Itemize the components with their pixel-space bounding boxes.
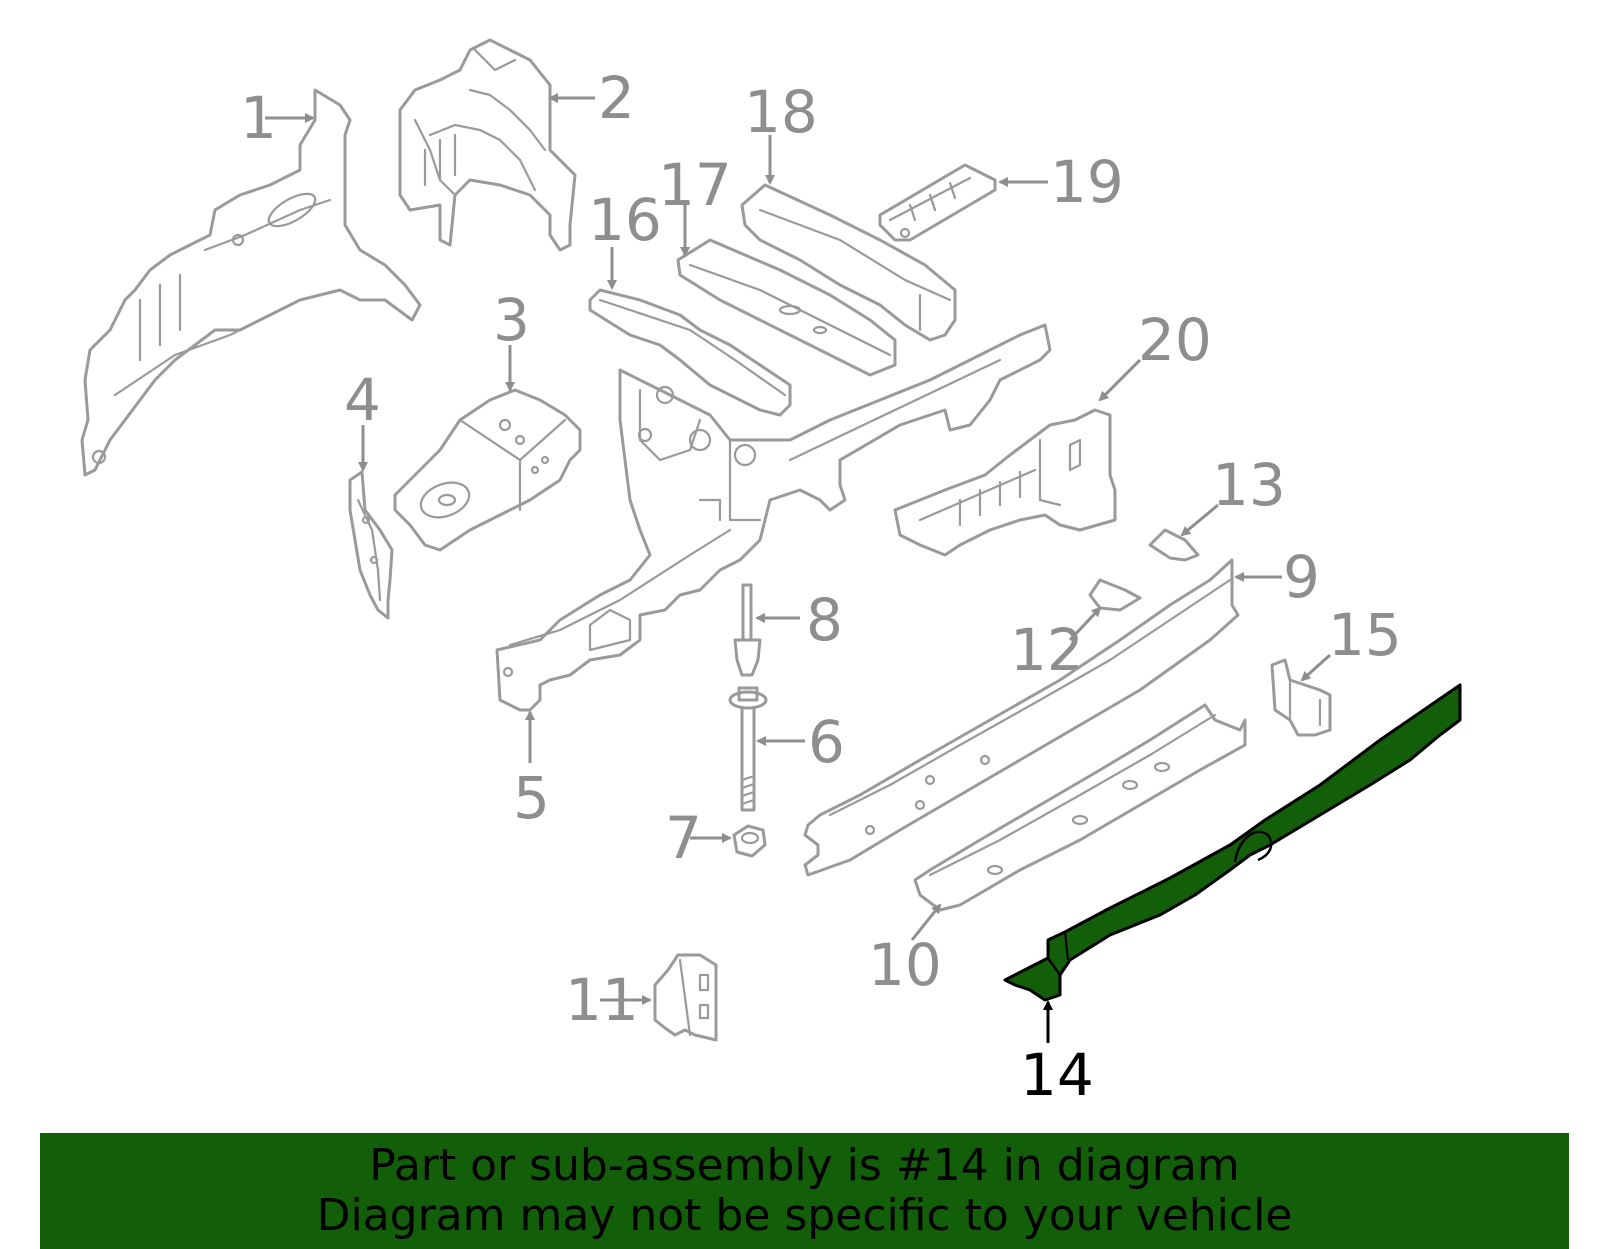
part-18-cross-member[interactable] [740, 183, 957, 342]
part-12-plate[interactable] [1088, 578, 1142, 612]
callout-5[interactable]: 5 [513, 764, 550, 832]
info-banner: Part or sub-assembly is #14 in diagram D… [40, 1133, 1569, 1249]
part-3-strut-tower[interactable] [393, 388, 582, 552]
callout-9[interactable]: 9 [1283, 543, 1320, 611]
callout-16[interactable]: 16 [588, 186, 662, 254]
part-7-nut[interactable] [732, 824, 767, 858]
part-5-front-rail-assembly[interactable] [495, 323, 1052, 712]
callout-17[interactable]: 17 [658, 151, 732, 219]
part-2-upper-apron[interactable] [398, 38, 577, 252]
callout-6[interactable]: 6 [808, 708, 845, 776]
callout-12[interactable]: 12 [1010, 616, 1084, 684]
callout-3[interactable]: 3 [493, 286, 530, 354]
part-9-long-rail[interactable] [803, 558, 1240, 877]
part-11-bracket[interactable] [653, 953, 718, 1042]
part-1-wheelhouse-panel[interactable] [80, 88, 422, 477]
part-4-bracket[interactable] [348, 470, 394, 620]
part-14-highlighted[interactable] [1003, 683, 1462, 1002]
part-8-stud[interactable] [733, 583, 762, 677]
part-16-cross-member[interactable] [588, 288, 792, 417]
part-6-bolt[interactable] [728, 686, 768, 812]
banner-line-2: Diagram may not be specific to your vehi… [316, 1190, 1293, 1241]
callout-11[interactable]: 11 [565, 966, 639, 1034]
callout-18[interactable]: 18 [744, 78, 818, 146]
part-15-bracket[interactable] [1270, 658, 1332, 737]
callout-7[interactable]: 7 [665, 804, 702, 872]
callout-20[interactable]: 20 [1138, 306, 1212, 374]
callout-19[interactable]: 19 [1050, 148, 1124, 216]
callout-4[interactable]: 4 [344, 366, 381, 434]
part-10-lower-rail[interactable] [913, 703, 1247, 912]
part-17-cross-member[interactable] [676, 238, 897, 377]
callout-8[interactable]: 8 [806, 586, 843, 654]
callout-1[interactable]: 1 [240, 84, 277, 152]
callout-14[interactable]: 14 [1020, 1041, 1094, 1109]
callout-15[interactable]: 15 [1328, 601, 1402, 669]
banner-line-1: Part or sub-assembly is #14 in diagram [369, 1140, 1240, 1191]
callout-10[interactable]: 10 [868, 931, 942, 999]
callout-13[interactable]: 13 [1212, 451, 1286, 519]
part-13-plate[interactable] [1148, 528, 1200, 562]
callout-2[interactable]: 2 [598, 64, 635, 132]
part-19-bracket[interactable] [878, 163, 997, 242]
part-20-rail-section[interactable] [893, 408, 1117, 557]
